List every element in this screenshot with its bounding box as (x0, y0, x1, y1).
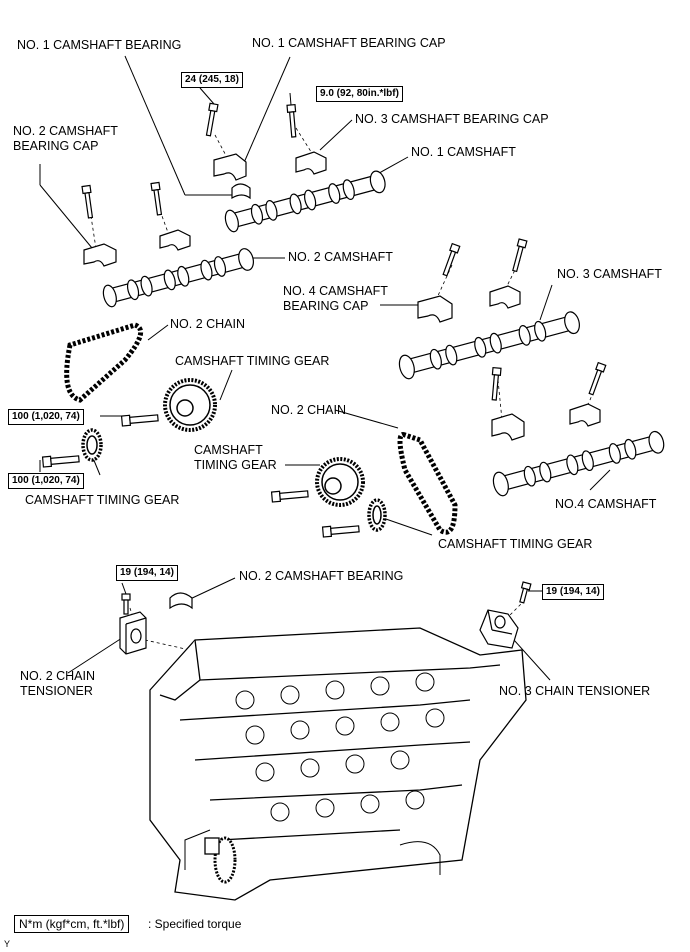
bolt-icon (286, 104, 297, 138)
tensioners (119, 609, 519, 655)
camshaft-timing-gear-top-icon (163, 378, 217, 432)
label-no4-camshaft-bearing-cap-line1: NO. 4 CAMSHAFT (283, 284, 388, 298)
label-no4-camshaft: NO.4 CAMSHAFT (555, 497, 657, 511)
leader-gear-top (219, 369, 233, 401)
bolt-icon (442, 242, 461, 277)
bolt-icon (120, 414, 159, 427)
leader-gear-right (382, 517, 433, 536)
legend-description: : Specified torque (148, 917, 242, 931)
label-no1-camshaft-bearing: NO. 1 CAMSHAFT BEARING (17, 38, 182, 52)
crank-sprocket-icon (204, 836, 237, 884)
no1-camshaft-bearing-icon (231, 183, 251, 200)
no2-camshaft-icon (102, 248, 254, 308)
torque-100-b: 100 (1,020, 74) (8, 473, 84, 489)
camshaft-timing-gear-mid-icon (315, 457, 365, 507)
gears (81, 378, 387, 532)
leader-no3-cap (319, 119, 353, 151)
leader-gear-left (92, 457, 101, 476)
label-no3-camshaft: NO. 3 CAMSHAFT (557, 267, 662, 281)
bolt-icon (205, 102, 219, 137)
no1-bearing-cap-icon (213, 153, 247, 181)
chains (64, 322, 458, 535)
label-no2-chain-mid: NO. 2 CHAIN (271, 403, 347, 417)
leader-no1-bearing (124, 55, 186, 196)
label-camshaft-timing-gear-mid-line2: TIMING GEAR (194, 458, 277, 472)
bolt-icon (81, 184, 94, 219)
torque-100-a: 100 (1,020, 74) (8, 409, 84, 425)
label-no3-chain-tensioner: NO. 3 CHAIN TENSIONER (499, 684, 651, 698)
leader-no4-camshaft (589, 469, 611, 491)
camshafts (102, 170, 665, 497)
bearing-cap-icon (491, 413, 525, 441)
camshaft-timing-gear-right-icon (367, 498, 387, 532)
no2-camshaft-bearing-icon (169, 592, 193, 610)
no2-chain-mid-icon (397, 431, 458, 535)
bearing-caps (83, 151, 601, 610)
torque-24: 24 (245, 18) (181, 72, 243, 88)
label-no4-camshaft-bearing-cap-line2: BEARING CAP (283, 299, 369, 313)
label-camshaft-timing-gear-mid-line1: CAMSHAFT (194, 443, 263, 457)
label-no2-camshaft: NO. 2 CAMSHAFT (288, 250, 393, 264)
corner-mark: Y (4, 939, 11, 949)
bolt-icon (150, 181, 163, 216)
bolt-icon (512, 238, 528, 273)
bearing-cap-icon (569, 403, 601, 427)
bolt-icon (41, 455, 80, 468)
no2-chain-left-icon (64, 322, 144, 403)
no4-camshaft-icon (492, 430, 665, 497)
no2-bearing-cap-b-icon (159, 229, 191, 251)
label-no2-camshaft-bearing-cap-line2: BEARING CAP (13, 139, 99, 153)
no1-camshaft-icon (224, 170, 386, 233)
label-camshaft-timing-gear-left: CAMSHAFT TIMING GEAR (25, 493, 180, 507)
label-no2-chain-left: NO. 2 CHAIN (170, 317, 246, 331)
label-no2-camshaft-bearing-cap-line1: NO. 2 CAMSHAFT (13, 124, 118, 138)
label-no3-camshaft-bearing-cap: NO. 3 CAMSHAFT BEARING CAP (355, 112, 549, 126)
label-camshaft-timing-gear-right: CAMSHAFT TIMING GEAR (438, 537, 593, 551)
bolt-icon (491, 367, 502, 401)
no3-chain-tensioner-icon (479, 609, 519, 649)
legend-unit-box: N*m (kgf*cm, ft.*lbf) (14, 915, 130, 933)
leader-no2-cam-bearing (187, 577, 236, 601)
label-no2-chain-tensioner-line2: TENSIONER (20, 684, 93, 698)
bolt-icon (121, 593, 131, 615)
leader-no2-cap (39, 184, 93, 249)
no2-bearing-cap-icon (83, 243, 117, 267)
leader-no1-cap (242, 56, 291, 166)
torque-9: 9.0 (92, 80in.*lbf) (316, 86, 403, 102)
label-no1-camshaft: NO. 1 CAMSHAFT (411, 145, 516, 159)
leader-no3-camshaft (539, 284, 553, 321)
bolt-icon (588, 361, 607, 396)
torque-19-b: 19 (194, 14) (542, 584, 604, 600)
bolt-icon (519, 581, 532, 604)
camshaft-timing-gear-left-icon (81, 428, 103, 462)
leader-no2-chain-mid (334, 409, 399, 429)
leader-no2-tensioner (67, 635, 126, 674)
label-no2-chain-tensioner-line1: NO. 2 CHAIN (20, 669, 96, 683)
bolt-icon (321, 525, 360, 538)
leader-no2-chain-left (147, 324, 169, 341)
no2-chain-tensioner-icon (119, 611, 147, 655)
label-camshaft-timing-gear-top: CAMSHAFT TIMING GEAR (175, 354, 330, 368)
no3-bearing-cap-icon (295, 151, 327, 175)
torque-19-a: 19 (194, 14) (116, 565, 178, 581)
label-no1-camshaft-bearing-cap: NO. 1 CAMSHAFT BEARING CAP (252, 36, 446, 50)
label-no2-camshaft-bearing: NO. 2 CAMSHAFT BEARING (239, 569, 404, 583)
bolt-icon (270, 490, 309, 503)
bolts (41, 102, 607, 615)
bearing-cap-icon (489, 285, 521, 309)
no4-bearing-cap-icon (417, 295, 453, 323)
cylinder-head-block-icon (149, 627, 527, 901)
no3-camshaft-icon (398, 311, 580, 380)
